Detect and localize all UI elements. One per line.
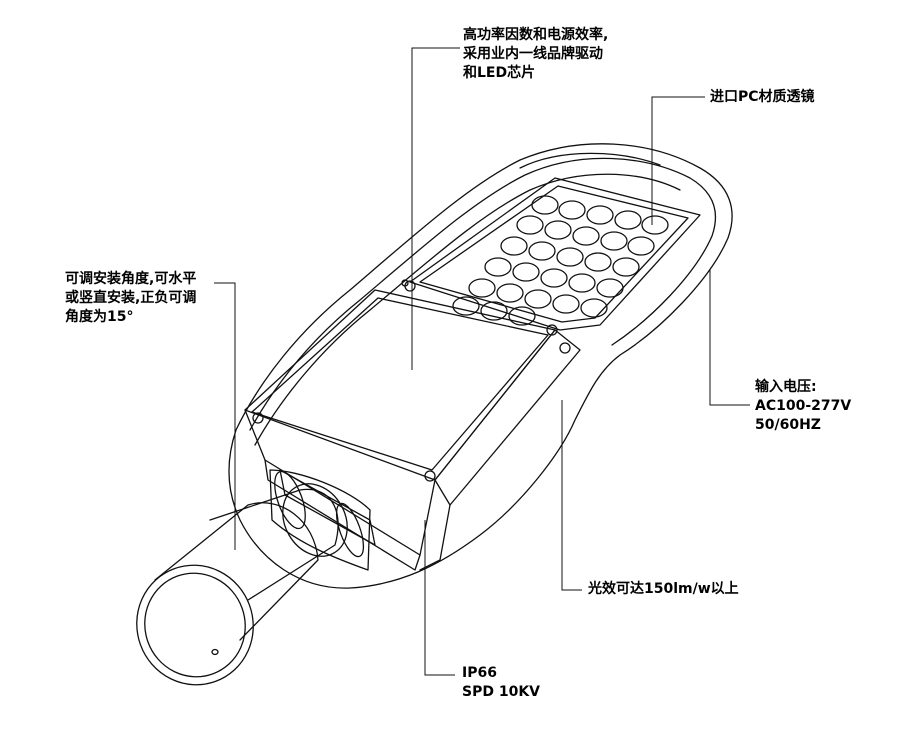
- callout-efficacy: 光效可达150lm/w以上: [588, 580, 739, 599]
- callout-efficacy-line-1: 光效可达150lm/w以上: [588, 581, 739, 597]
- leader-driver: [411, 47, 460, 370]
- mounting-bracket: [269, 469, 371, 571]
- callout-protection-line-1: IP66: [462, 665, 497, 681]
- leader-angle: [214, 282, 236, 550]
- callout-driver-line-2: 采用业内一线品牌驱动: [463, 46, 603, 62]
- housing-outline: [228, 143, 733, 589]
- callout-angle-line-1: 可调安装角度,可水平: [65, 271, 197, 287]
- led-lens-array: [452, 195, 669, 326]
- callout-driver-line-3: 和LED芯片: [463, 65, 536, 81]
- driver-box-top: [244, 289, 556, 481]
- callout-lens-line-1: 进口PC材质透镜: [710, 89, 815, 105]
- callout-voltage: 输入电压: AC100-277V 50/60HZ: [755, 378, 851, 435]
- callout-angle-line-2: 或竖直安装,正负可调: [65, 290, 197, 306]
- callout-protection-line-2: SPD 10KV: [462, 684, 541, 700]
- callout-protection: IP66 SPD 10KV: [462, 664, 540, 702]
- callout-voltage-line-1: 输入电压:: [755, 379, 817, 395]
- callout-angle-line-3: 角度为15°: [65, 309, 134, 325]
- callout-driver: 高功率因数和电源效率, 采用业内一线品牌驱动 和LED芯片: [463, 26, 608, 83]
- callout-driver-line-1: 高功率因数和电源效率,: [463, 27, 609, 43]
- callout-angle: 可调安装角度,可水平 或竖直安装,正负可调 角度为15°: [65, 270, 196, 327]
- leader-protection: [424, 520, 455, 676]
- pole-end-cap: [136, 564, 254, 686]
- lens-frame: [409, 177, 701, 331]
- leader-efficacy: [561, 400, 582, 591]
- callout-lens: 进口PC材质透镜: [710, 88, 815, 107]
- callout-voltage-line-3: 50/60HZ: [755, 417, 821, 433]
- pole-adapter: [209, 488, 339, 601]
- leader-voltage: [709, 270, 750, 406]
- leader-lens: [651, 96, 705, 225]
- callout-voltage-line-2: AC100-277V: [755, 398, 852, 414]
